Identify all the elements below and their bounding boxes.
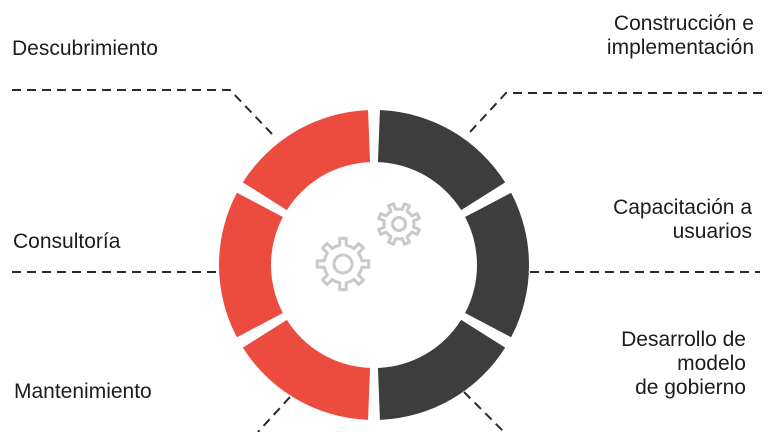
label-mantenimiento: Mantenimiento	[14, 380, 152, 403]
small-gear-hub	[391, 216, 407, 232]
large-gear-hub	[332, 253, 354, 275]
label-consultoria: Consultoría	[13, 230, 121, 253]
segment-descubrimiento	[242, 110, 371, 211]
label-descubrimiento: Descubrimiento	[12, 37, 158, 60]
segment-construccion	[377, 110, 506, 211]
connector-construccion	[469, 92, 762, 133]
large-gear-icon	[315, 236, 371, 292]
connector-desarrollo	[463, 391, 505, 432]
label-capacitacion-usuarios: Capacitación a usuarios	[613, 196, 752, 243]
segment-capacitacion	[465, 192, 529, 338]
gears-icon	[315, 202, 421, 292]
connector-descubrimiento	[12, 89, 273, 135]
label-desarrollo-modelo-gobierno: Desarrollo de modelo de gobierno	[621, 328, 746, 399]
small-gear-icon	[377, 202, 421, 246]
label-construccion-implementacion: Construcción e implementación	[606, 12, 754, 59]
segment-mantenimiento	[242, 319, 371, 420]
segment-desarrollo	[377, 319, 506, 420]
process-ring	[219, 110, 529, 420]
connector-mantenimiento	[257, 385, 301, 432]
segment-consultoria	[219, 192, 283, 338]
